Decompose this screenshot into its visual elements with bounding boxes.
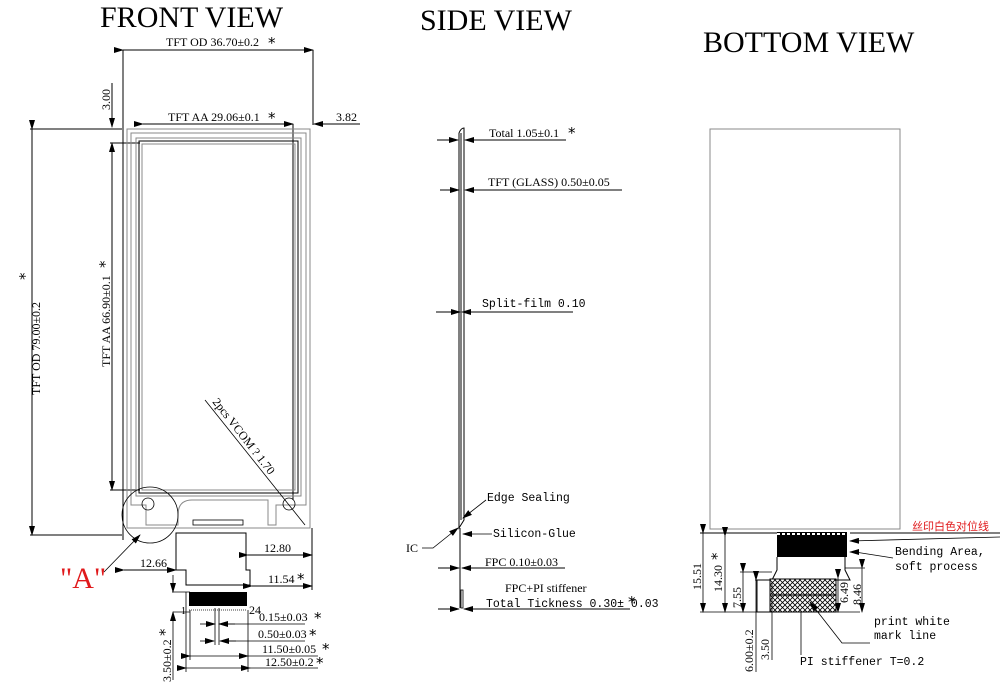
bottom-pi-stiffener: PI stiffener T=0.2 (800, 656, 924, 669)
bottom-dim-15-51: 15.51 (690, 563, 704, 590)
side-view-title: SIDE VIEW (420, 4, 573, 37)
dim-vcom: 2pcs VCOM ? 1.70 (210, 395, 278, 477)
svg-text:*: * (16, 272, 34, 280)
bottom-silkscreen-cn: 丝印白色对位线 (912, 519, 989, 533)
dim-tft-od-height: TFT OD 79.00±0.2 (29, 302, 43, 395)
front-view: FRONT VIEW TFT OD 36.70±0.2 * 3.00 TFT A… (16, 1, 360, 682)
side-view: SIDE VIEW Total 1.05±0.1 * TFT (GLASS) 0… (406, 4, 659, 612)
svg-text:24: 24 (249, 603, 261, 617)
bottom-dim-6-49: 6.49 (837, 582, 851, 603)
svg-text:*: * (316, 654, 324, 672)
svg-text:*: * (568, 124, 576, 142)
fpc-pins (189, 592, 247, 606)
dim-fpc-right-1: 12.80 (264, 541, 291, 555)
dim-top-margin: 3.00 (99, 89, 113, 110)
critical-mark-icon: * (268, 34, 276, 52)
svg-text:*: * (628, 593, 636, 611)
critical-mark-icon: * (268, 109, 276, 127)
dim-tft-od-width: TFT OD 36.70±0.2 (166, 35, 259, 49)
svg-text:*: * (322, 640, 330, 658)
bottom-dim-14-30: 14.30 (711, 565, 725, 592)
dim-right-margin: 3.82 (336, 110, 357, 124)
bottom-dim-8-46: 8.46 (850, 584, 864, 605)
dim-fpc-length: 3.50±0.2 (160, 639, 174, 682)
side-total: Total 1.05±0.1 (489, 126, 559, 140)
dim-tft-aa-height: TFT AA 66.90±0.1 (99, 275, 113, 367)
dim-fpc-right-2: 11.54 (268, 572, 295, 586)
bottom-dim-3-50: 3.50 (758, 639, 772, 660)
bottom-view-title: BOTTOM VIEW (703, 26, 915, 59)
svg-text:*: * (309, 626, 317, 644)
bottom-bending-2: soft process (895, 561, 978, 574)
detail-a-label: "A" (60, 562, 106, 595)
bottom-print-2: mark line (874, 630, 936, 643)
svg-text:*: * (314, 609, 322, 627)
bottom-dim-7-55: 7.55 (730, 587, 744, 608)
side-fpc: FPC 0.10±0.03 (485, 555, 558, 569)
side-split-film: Split-film 0.10 (482, 298, 586, 311)
dim-fpc-left: 12.66 (140, 556, 167, 570)
dim-pin-width: 0.15±0.03 (259, 610, 308, 624)
bottom-bending-1: Bending Area, (895, 546, 985, 559)
side-stiffener-label: FPC+PI stiffener (505, 581, 587, 595)
side-silicon-glue: Silicon-Glue (493, 528, 576, 541)
svg-text:*: * (297, 570, 305, 588)
side-ic: IC (406, 541, 418, 555)
bottom-print-1: print white (874, 616, 950, 629)
svg-text:*: * (156, 628, 174, 636)
side-glass: TFT (GLASS) 0.50±0.05 (488, 175, 610, 189)
svg-text:1: 1 (181, 606, 186, 617)
svg-text:*: * (708, 552, 726, 560)
svg-text:*: * (96, 260, 114, 268)
dim-tft-aa-width: TFT AA 29.06±0.1 (168, 110, 260, 124)
dim-pin-pitch: 0.50±0.03 (258, 627, 307, 641)
bottom-view: BOTTOM VIEW 丝印白色对位线 Bending Area, soft p… (690, 26, 1000, 672)
side-total-thickness: Total Tickness 0.30± 0.03 (486, 598, 659, 611)
bottom-dim-6-00: 6.00±0.2 (742, 629, 756, 672)
dim-pin-span: 11.50±0.05 (262, 642, 316, 656)
side-edge-sealing: Edge Sealing (487, 492, 570, 505)
dim-fpc-width: 12.50±0.2 (265, 655, 314, 669)
front-view-title: FRONT VIEW (100, 1, 284, 34)
